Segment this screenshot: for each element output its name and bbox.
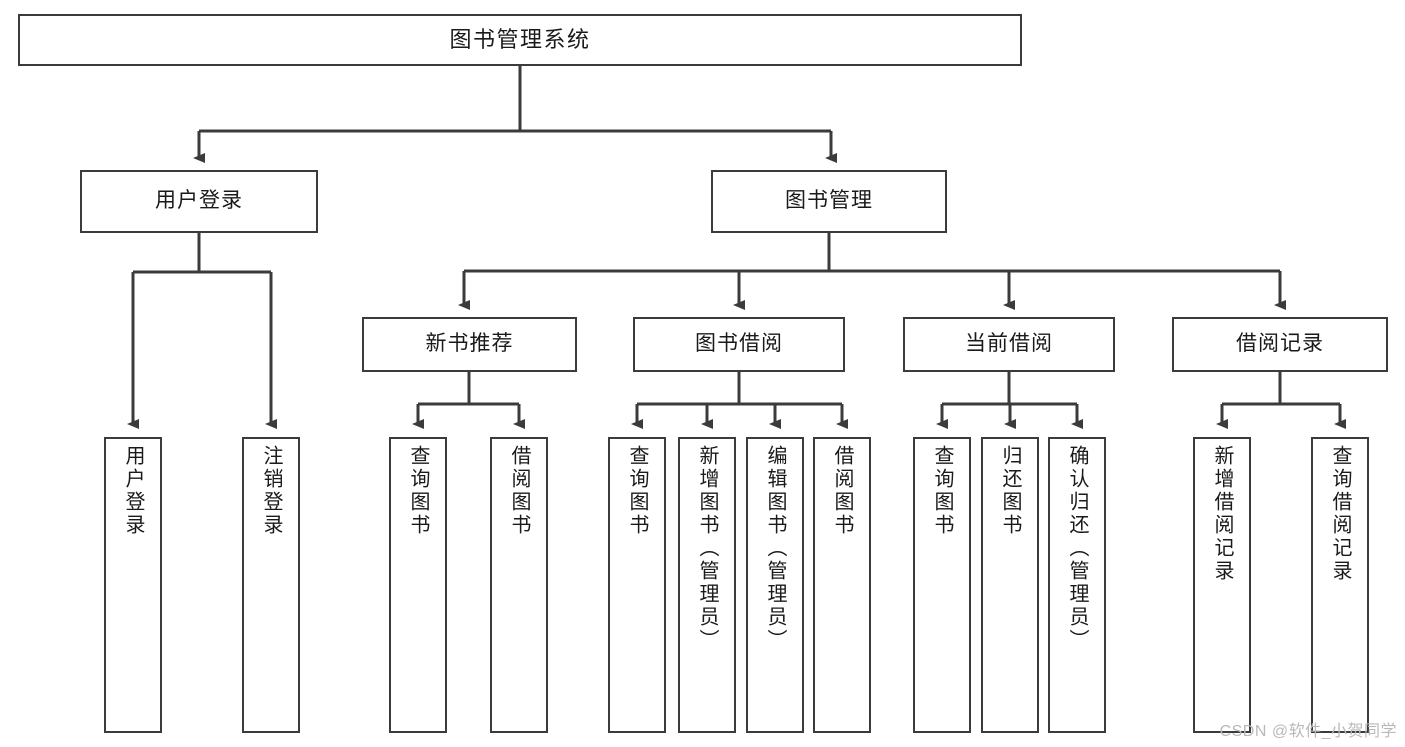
node-label: 借阅图书 — [508, 445, 530, 537]
node-label: 图书管理 — [785, 189, 873, 213]
node-leaf-logout-login[interactable]: 注销登录 — [242, 437, 300, 733]
node-current-borrow[interactable]: 当前借阅 — [903, 317, 1115, 372]
node-book-manage[interactable]: 图书管理 — [711, 170, 947, 233]
node-leaf-confirm-return-admin[interactable]: 确认归还（管理员） — [1048, 437, 1106, 733]
node-label: 借阅记录 — [1236, 332, 1324, 356]
node-label: 查询图书 — [626, 445, 648, 537]
node-leaf-query-book-current[interactable]: 查询图书 — [913, 437, 971, 733]
node-label: 用户登录 — [122, 445, 144, 537]
node-new-book-recommend[interactable]: 新书推荐 — [362, 317, 577, 372]
node-leaf-query-borrow-record[interactable]: 查询借阅记录 — [1311, 437, 1369, 733]
node-borrow-record[interactable]: 借阅记录 — [1172, 317, 1388, 372]
node-label: 查询图书 — [931, 445, 953, 537]
node-leaf-borrow-book-recommend[interactable]: 借阅图书 — [490, 437, 548, 733]
node-book-borrow[interactable]: 图书借阅 — [633, 317, 845, 372]
node-leaf-add-borrow-record[interactable]: 新增借阅记录 — [1193, 437, 1251, 733]
node-label: 当前借阅 — [965, 332, 1053, 356]
node-label: 确认归还（管理员） — [1066, 445, 1088, 652]
node-label: 注销登录 — [260, 445, 282, 537]
node-leaf-user-login[interactable]: 用户登录 — [104, 437, 162, 733]
node-leaf-query-book-borrow[interactable]: 查询图书 — [608, 437, 666, 733]
node-label: 图书借阅 — [695, 332, 783, 356]
node-leaf-edit-book-admin[interactable]: 编辑图书（管理员） — [746, 437, 804, 733]
node-label: 编辑图书（管理员） — [764, 445, 786, 652]
node-label: 查询图书 — [407, 445, 429, 537]
node-label: 用户登录 — [155, 189, 243, 213]
node-user-login[interactable]: 用户登录 — [80, 170, 318, 233]
node-leaf-return-book[interactable]: 归还图书 — [981, 437, 1039, 733]
watermark-csdn: CSDN @软件_小贺同学 — [1219, 723, 1397, 740]
node-label: 查询借阅记录 — [1329, 445, 1351, 583]
node-label: 图书管理系统 — [449, 27, 591, 53]
node-label: 借阅图书 — [831, 445, 853, 537]
node-label: 归还图书 — [999, 445, 1021, 537]
node-label: 新增借阅记录 — [1211, 445, 1233, 583]
node-label: 新书推荐 — [425, 332, 514, 356]
node-leaf-borrow-book[interactable]: 借阅图书 — [813, 437, 871, 733]
node-leaf-add-book-admin[interactable]: 新增图书（管理员） — [678, 437, 736, 733]
node-leaf-query-book-recommend[interactable]: 查询图书 — [389, 437, 447, 733]
node-root-book-management-system[interactable]: 图书管理系统 — [18, 14, 1022, 66]
node-label: 新增图书（管理员） — [696, 445, 718, 652]
